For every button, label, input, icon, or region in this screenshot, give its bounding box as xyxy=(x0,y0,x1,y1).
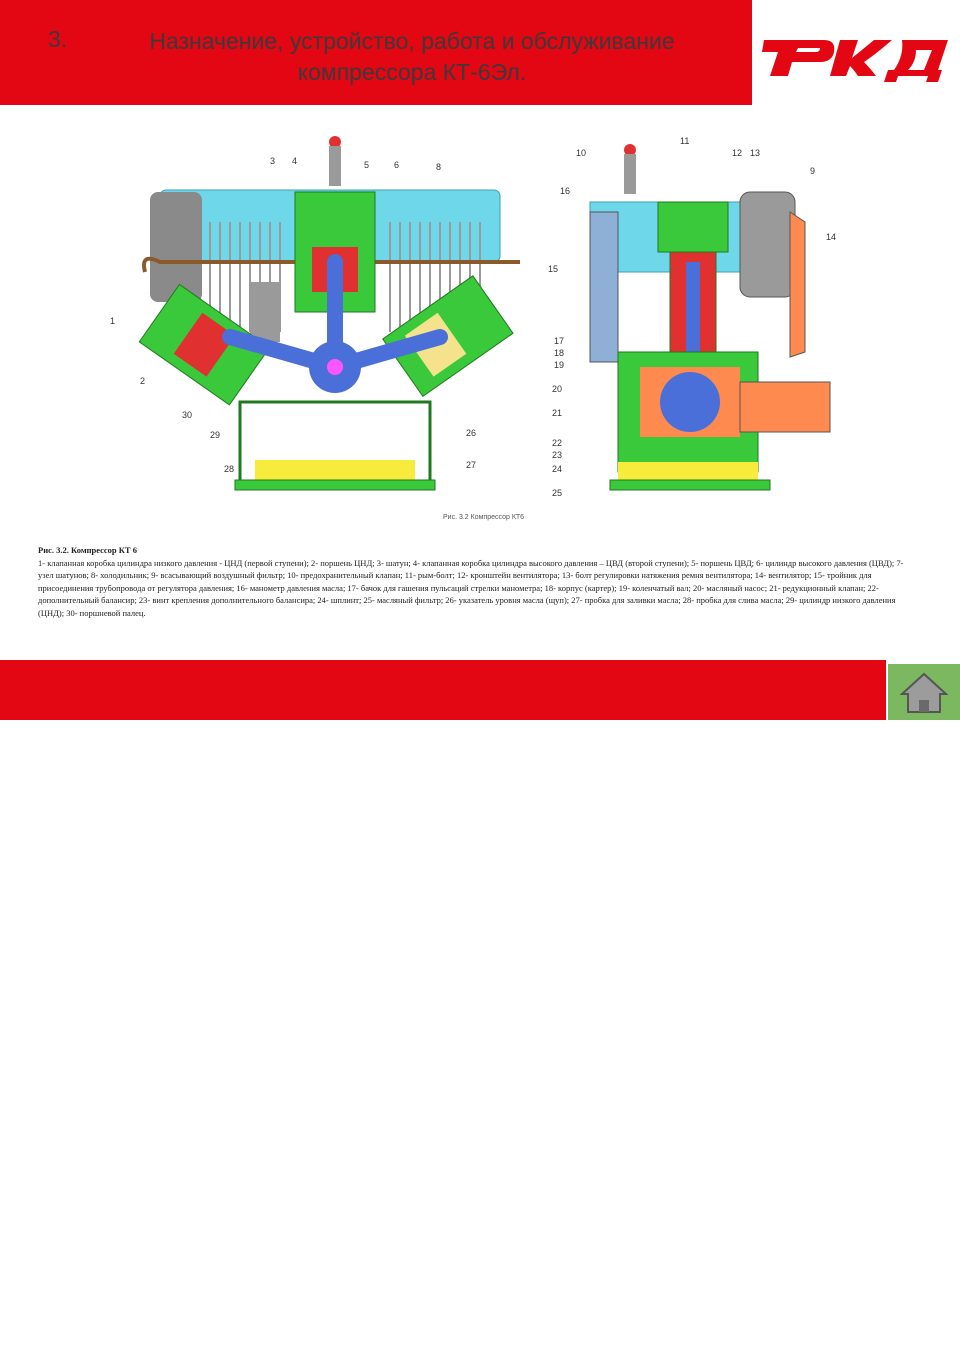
svg-text:18: 18 xyxy=(554,348,564,358)
svg-text:26: 26 xyxy=(466,428,476,438)
rzd-logo-icon xyxy=(762,40,948,82)
rzd-logo xyxy=(752,0,960,105)
svg-text:16: 16 xyxy=(560,186,570,196)
svg-text:13: 13 xyxy=(750,148,760,158)
home-button[interactable] xyxy=(888,664,960,720)
svg-text:21: 21 xyxy=(552,408,562,418)
svg-text:17: 17 xyxy=(554,336,564,346)
svg-text:3: 3 xyxy=(270,156,275,166)
svg-text:5: 5 xyxy=(364,160,369,170)
svg-text:15: 15 xyxy=(548,264,558,274)
svg-text:19: 19 xyxy=(554,360,564,370)
svg-text:22: 22 xyxy=(552,438,562,448)
home-icon xyxy=(899,672,949,713)
svg-text:9: 9 xyxy=(810,166,815,176)
section-view-drawing: 10 11 12 13 9 14 16 15 17 18 19 20 21 22 23 24 25 xyxy=(548,136,836,498)
compressor-diagram: 3 4 5 6 8 1 2 30 29 28 26 27 10 11 12 xyxy=(100,132,860,532)
svg-text:23: 23 xyxy=(552,450,562,460)
legend-text: 1- клапанная коробка цилиндра низкого да… xyxy=(38,557,904,618)
svg-text:24: 24 xyxy=(552,464,562,474)
legend-text-block: Рис. 3.2. Компрессор КТ 6 1- клапанная к… xyxy=(38,544,920,636)
header-bar: 3. Назначение, устройство, работа и обсл… xyxy=(0,0,752,105)
svg-text:20: 20 xyxy=(552,384,562,394)
svg-text:14: 14 xyxy=(826,232,836,242)
svg-text:11: 11 xyxy=(680,136,689,146)
svg-text:2: 2 xyxy=(140,376,145,386)
ticket-label: Билет №2 xyxy=(33,1335,177,1367)
front-view-drawing: 3 4 5 6 8 1 2 30 29 28 26 27 xyxy=(110,136,520,491)
legend-title: Рис. 3.2. Компрессор КТ 6 xyxy=(38,545,137,555)
svg-text:4: 4 xyxy=(292,156,297,166)
svg-text:6: 6 xyxy=(394,160,399,170)
section-number: 3. xyxy=(48,26,68,52)
svg-text:1: 1 xyxy=(110,316,115,326)
footer-bar: Билет №2 xyxy=(0,660,886,1367)
page-title: Назначение, устройство, работа и обслужи… xyxy=(149,28,675,85)
svg-text:12: 12 xyxy=(732,148,742,158)
svg-text:10: 10 xyxy=(576,148,586,158)
svg-text:25: 25 xyxy=(552,488,562,498)
figure-caption: Рис. 3.2 Компрессор КТ6 xyxy=(443,514,525,521)
svg-text:8: 8 xyxy=(436,162,441,172)
svg-text:29: 29 xyxy=(210,430,220,440)
svg-text:28: 28 xyxy=(224,464,234,474)
svg-text:30: 30 xyxy=(182,410,192,420)
svg-text:27: 27 xyxy=(466,460,476,470)
